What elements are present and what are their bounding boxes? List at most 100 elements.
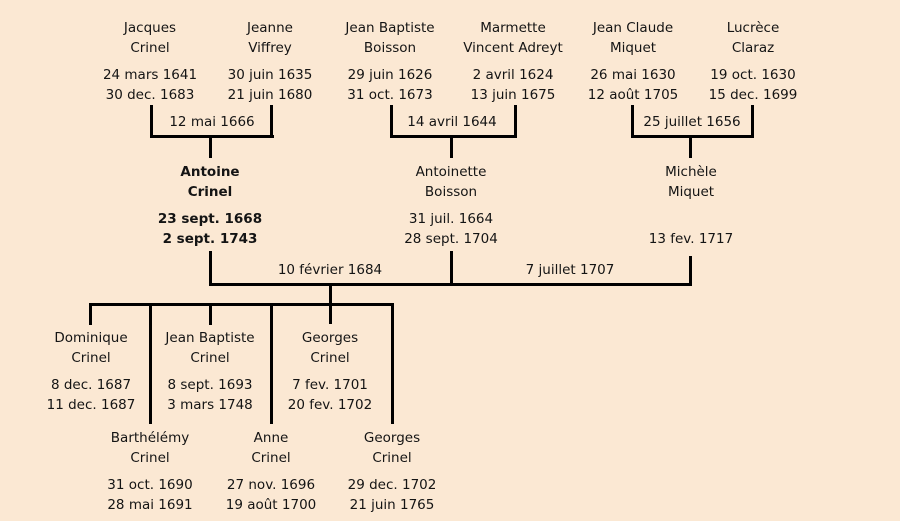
person-card-georges-crinel-2: Georges Crinel 29 dec. 1702 21 juin 1765 <box>322 428 462 515</box>
person-first-name: Lucrèce <box>726 20 780 36</box>
connector-marriage1-bar <box>150 135 274 138</box>
connector-antoinette-down <box>450 251 453 286</box>
person-death-date: 11 dec. 1687 <box>46 397 136 413</box>
person-death-date: 13 juin 1675 <box>470 87 556 103</box>
person-card-dominique-crinel: Dominique Crinel 8 dec. 1687 11 dec. 168… <box>21 328 161 415</box>
marriage-date-jacques-jeanne: 12 mai 1666 <box>169 114 255 130</box>
person-birth-date: 24 mars 1641 <box>102 67 198 83</box>
person-first-name: Georges <box>301 330 359 346</box>
person-card-jeanne-viffrey: Jeanne Viffrey 30 juin 1635 21 juin 1680 <box>200 18 340 105</box>
person-last-name: Boisson <box>363 40 417 56</box>
name-date-spacer <box>201 468 341 475</box>
marriage-date-antoine-antoinette: 10 février 1684 <box>277 262 383 278</box>
person-death-date: 19 août 1700 <box>225 497 317 513</box>
person-last-name: Crinel <box>130 40 170 56</box>
name-date-spacer <box>621 202 761 209</box>
person-last-name: Crinel <box>251 450 291 466</box>
person-last-name: Crinel <box>190 350 230 366</box>
name-date-spacer <box>140 368 280 375</box>
person-birth-date: 26 mai 1630 <box>590 67 676 83</box>
person-last-name: Miquet <box>609 40 657 56</box>
connector-georges2-drop <box>391 303 394 424</box>
person-first-name: Jean Baptiste <box>345 20 435 36</box>
person-birth-date: 2 avril 1624 <box>472 67 554 83</box>
person-first-name: Jacques <box>123 20 177 36</box>
connector-jeanne-down <box>270 105 273 138</box>
person-first-name: Georges <box>363 430 421 446</box>
person-first-name: Jean Baptiste <box>165 330 255 346</box>
person-death-date: 12 août 1705 <box>587 87 679 103</box>
person-last-name: Crinel <box>310 350 350 366</box>
person-birth-date: 7 fev. 1701 <box>292 377 368 393</box>
person-card-barthelemy-crinel: Barthélémy Crinel 31 oct. 1690 28 mai 16… <box>80 428 220 515</box>
connector-antoine-down <box>209 251 212 286</box>
person-last-name: Crinel <box>71 350 111 366</box>
person-last-name: Crinel <box>187 184 233 200</box>
person-death-date: 3 mars 1748 <box>167 397 253 413</box>
person-death-date: 13 fev. 1717 <box>648 231 734 247</box>
person-card-lucrece-claraz: Lucrèce Claraz 19 oct. 1630 15 dec. 1699 <box>683 18 823 105</box>
person-death-date: 15 dec. 1699 <box>708 87 798 103</box>
connector-barthelemy-drop <box>149 303 152 424</box>
person-last-name: Boisson <box>424 184 478 200</box>
connector-dominique-drop <box>89 303 92 325</box>
person-card-jean-baptiste-crinel: Jean Baptiste Crinel 8 sept. 1693 3 mars… <box>140 328 280 415</box>
person-card-jean-claude-miquet: Jean Claude Miquet 26 mai 1630 12 août 1… <box>563 18 703 105</box>
person-card-jacques-crinel: Jacques Crinel 24 mars 1641 30 dec. 1683 <box>80 18 220 105</box>
person-death-date: 31 oct. 1673 <box>347 87 433 103</box>
person-birth-date: 31 oct. 1690 <box>107 477 193 493</box>
name-date-spacer <box>260 368 400 375</box>
name-date-spacer <box>443 58 583 65</box>
person-card-jean-baptiste-boisson: Jean Baptiste Boisson 29 juin 1626 31 oc… <box>320 18 460 105</box>
connector-siblings-bar <box>89 303 394 306</box>
person-card-georges-crinel-1: Georges Crinel 7 fev. 1701 20 fev. 1702 <box>260 328 400 415</box>
person-birth-date: 27 nov. 1696 <box>226 477 316 493</box>
person-birth-date: 30 juin 1635 <box>227 67 313 83</box>
person-last-name: Claraz <box>731 40 775 56</box>
name-date-spacer <box>381 202 521 209</box>
person-card-antoine-crinel: Antoine Crinel 23 sept. 1668 2 sept. 174… <box>140 162 280 249</box>
connector-lucrece-down <box>751 105 754 138</box>
person-death-date: 28 sept. 1704 <box>404 231 498 247</box>
person-first-name: Michèle <box>665 164 717 180</box>
person-first-name: Jeanne <box>247 20 293 36</box>
connector-anne-drop <box>270 303 273 424</box>
person-card-anne-crinel: Anne Crinel 27 nov. 1696 19 août 1700 <box>201 428 341 515</box>
name-date-spacer <box>320 58 460 65</box>
marriage-date-jean-claude-lucrece: 25 juillet 1656 <box>643 114 741 130</box>
name-date-spacer <box>80 468 220 475</box>
person-first-name: Antoinette <box>415 164 487 180</box>
connector-marriage1-to-antoine <box>209 135 212 158</box>
connector-jean-claude-down <box>631 105 634 138</box>
person-first-name: Anne <box>253 430 289 446</box>
marriage-date-antoine-michele: 7 juillet 1707 <box>525 262 615 278</box>
person-first-name: Antoine <box>180 164 240 180</box>
person-last-name: Crinel <box>372 450 412 466</box>
person-last-name: Viffrey <box>248 40 292 56</box>
person-first-name: Dominique <box>54 330 128 346</box>
person-birth-date: 8 sept. 1693 <box>167 377 253 393</box>
marriage-date-jean-baptiste-marmette: 14 avril 1644 <box>407 114 497 130</box>
connector-marriage3-to-michele <box>689 135 692 158</box>
connector-gen2-marriages-bar <box>209 283 692 286</box>
name-date-spacer <box>140 202 280 209</box>
person-birth-date: 19 oct. 1630 <box>710 67 796 83</box>
person-first-name: Barthélémy <box>110 430 190 446</box>
person-death-date: 2 sept. 1743 <box>162 231 258 247</box>
person-last-name: Miquet <box>667 184 715 200</box>
connector-jean-baptiste-sr-down <box>390 105 393 138</box>
person-birth-date: 29 dec. 1702 <box>347 477 437 493</box>
person-last-name: Crinel <box>130 450 170 466</box>
person-last-name: Vincent Adreyt <box>463 40 563 56</box>
person-card-michele-miquet: Michèle Miquet 13 fev. 1717 <box>621 162 761 249</box>
person-death-date: 21 juin 1680 <box>227 87 313 103</box>
connector-michele-down <box>689 256 692 286</box>
connector-jacques-down <box>150 105 153 138</box>
person-birth-date: 23 sept. 1668 <box>157 211 263 227</box>
person-first-name: Marmette <box>480 20 546 36</box>
person-birth-date: 31 juil. 1664 <box>408 211 494 227</box>
connector-marriage3-bar <box>631 135 754 138</box>
person-death-date: 28 mai 1691 <box>107 497 193 513</box>
name-date-spacer <box>683 58 823 65</box>
